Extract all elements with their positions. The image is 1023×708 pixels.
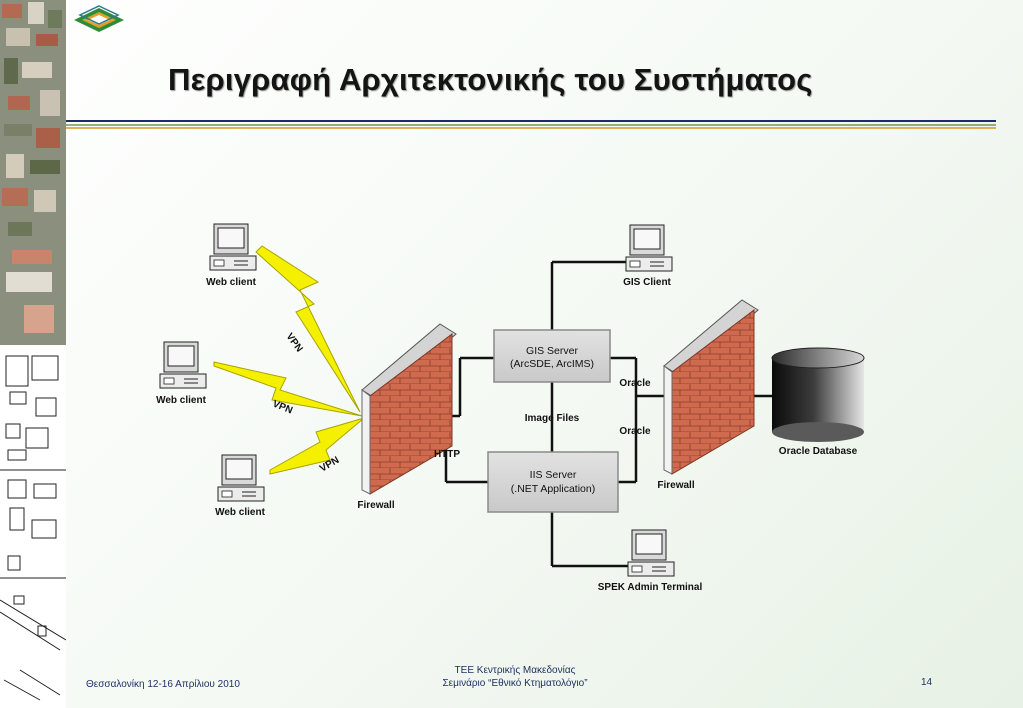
firewall-right-label: Firewall bbox=[657, 480, 694, 491]
firewall-right bbox=[663, 299, 759, 475]
web-client-1-computer-icon bbox=[209, 223, 257, 271]
cadastral-map bbox=[0, 345, 66, 708]
gis-server-label: GIS Server bbox=[526, 345, 578, 357]
vpn-lightning-3 bbox=[269, 417, 365, 475]
footer-seminar: Σεμινάριο “Εθνικό Κτηματολόγιο” bbox=[442, 678, 588, 689]
image-files-label: Image Files bbox=[525, 413, 580, 424]
gis-server-box: GIS Server (ArcSDE, ArcIMS) bbox=[493, 329, 611, 383]
iis-server-box: IIS Server (.NET Application) bbox=[487, 451, 619, 513]
admin-terminal-computer-icon bbox=[627, 529, 675, 577]
vpn-lightning-2 bbox=[213, 361, 363, 417]
firewall-left bbox=[361, 323, 457, 495]
web-client-3-computer-icon bbox=[217, 454, 265, 502]
firewall-left-label: Firewall bbox=[357, 500, 394, 511]
admin-terminal-label: SPEK Admin Terminal bbox=[598, 582, 703, 593]
footer-organization: ΤΕΕ Κεντρικής Μακεδονίας bbox=[454, 665, 576, 676]
oracle-label-1: Oracle bbox=[619, 378, 651, 389]
page-title: Περιγραφή Αρχιτεκτονικής του Συστήματος bbox=[168, 62, 813, 97]
web-client-2-label: Web client bbox=[156, 395, 206, 406]
oracle-database-icon bbox=[771, 347, 865, 442]
left-image-strip bbox=[0, 0, 66, 708]
iis-server-sublabel: (.NET Application) bbox=[511, 483, 595, 495]
web-client-2-computer-icon bbox=[159, 341, 207, 389]
http-label: HTTP bbox=[434, 449, 460, 460]
oracle-database-label: Oracle Database bbox=[779, 446, 858, 457]
connection-lines bbox=[412, 260, 772, 568]
vpn-lightning-1 bbox=[255, 245, 361, 413]
footer-date: Θεσσαλονίκη 12-16 Απρίλιου 2010 bbox=[86, 679, 240, 690]
gis-client-computer-icon bbox=[625, 224, 673, 272]
gis-client-label: GIS Client bbox=[623, 277, 671, 288]
iis-server-label: IIS Server bbox=[530, 469, 577, 481]
footer-center: ΤΕΕ Κεντρικής Μακεδονίας Σεμινάριο “Εθνι… bbox=[405, 664, 625, 690]
web-client-1-label: Web client bbox=[206, 277, 256, 288]
page-number: 14 bbox=[921, 677, 933, 688]
gis-server-sublabel: (ArcSDE, ArcIMS) bbox=[510, 358, 594, 370]
title-divider bbox=[66, 120, 996, 129]
oracle-label-2: Oracle bbox=[619, 426, 651, 437]
logo-icon bbox=[74, 5, 124, 32]
web-client-3-label: Web client bbox=[215, 507, 265, 518]
vpn-label-1: VPN bbox=[284, 331, 305, 354]
